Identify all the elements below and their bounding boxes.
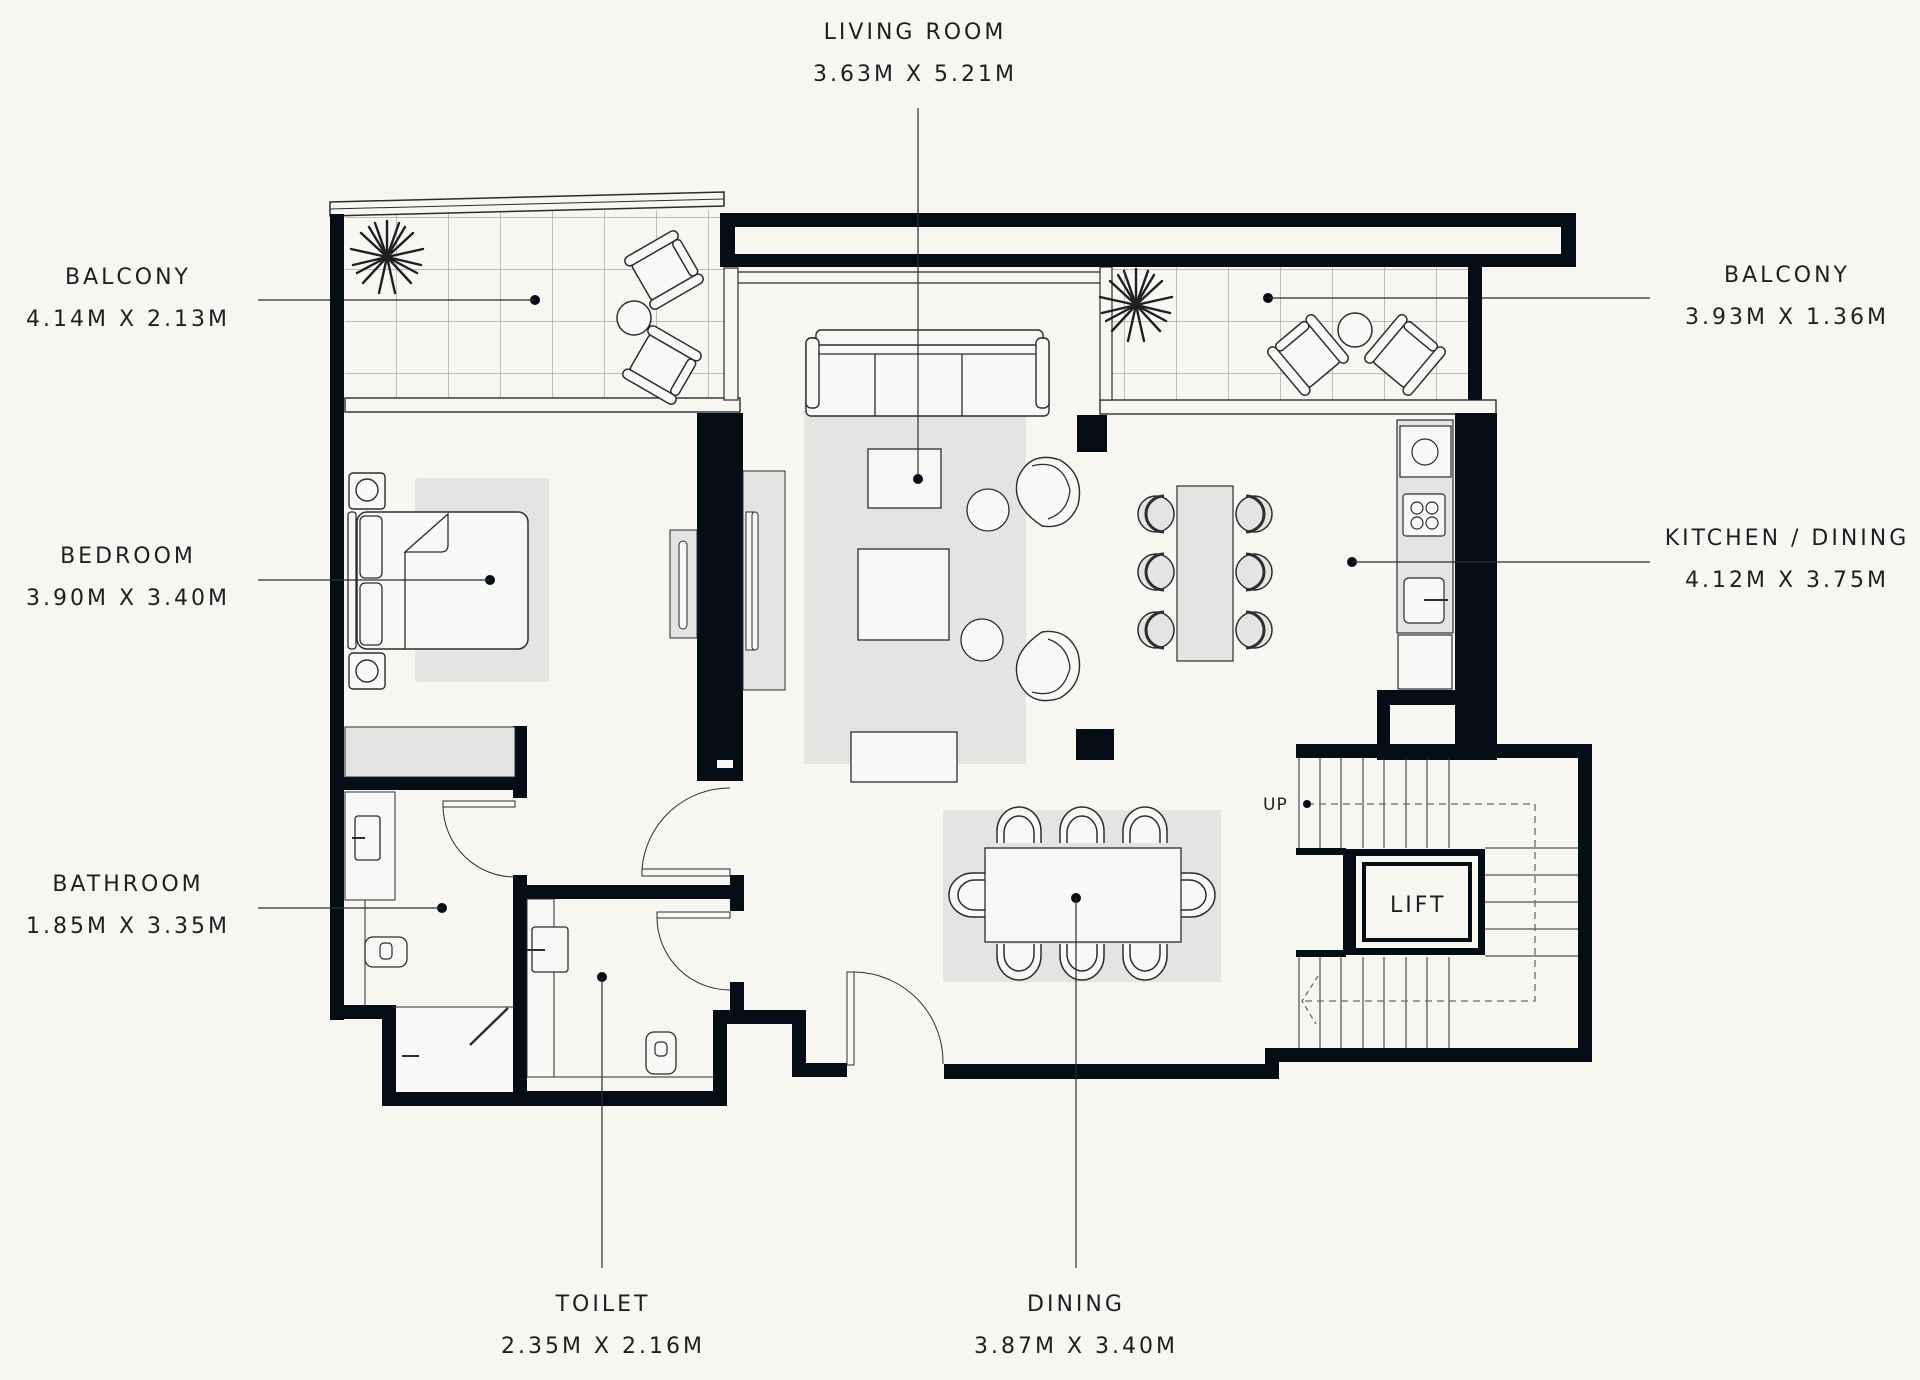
- room-dimensions: 1.85M X 3.35M: [26, 914, 230, 939]
- room-name: LIVING ROOM: [823, 20, 1007, 45]
- room-name: BALCONY: [65, 265, 191, 290]
- fridge-icon: [1397, 634, 1453, 690]
- lounge-chair-icon: [1015, 630, 1081, 702]
- bedroom: [258, 472, 733, 778]
- balcony-left: [258, 191, 741, 413]
- stool-icon: [1234, 610, 1274, 650]
- stair-treads-upper: [1298, 758, 1450, 848]
- label-bedroom: BEDROOM 3.90M X 3.40M: [26, 546, 230, 610]
- balcony-right: [1098, 266, 1650, 415]
- ottoman-icon: [867, 448, 942, 509]
- label-living-room: LIVING ROOM 3.63M X 5.21M: [813, 22, 1017, 86]
- label-balcony-right: BALCONY 3.93M X 1.36M: [1685, 265, 1889, 329]
- room-name: DINING: [1027, 1292, 1125, 1317]
- sofa-icon: [805, 329, 1050, 417]
- kitchen: [1136, 419, 1650, 690]
- dining-table-icon: [984, 847, 1182, 943]
- coffee-table-icon: [857, 548, 950, 641]
- kitchen-island-icon: [1176, 485, 1234, 662]
- stool-icon: [1234, 552, 1274, 592]
- stool-icon: [1234, 494, 1274, 534]
- room-dimensions: 3.87M X 3.40M: [974, 1334, 1178, 1359]
- stool-icon: [1136, 494, 1176, 534]
- staircase: [1298, 758, 1578, 1048]
- toilet-room: [526, 898, 731, 1268]
- side-table-icon: [1337, 312, 1373, 348]
- entrance-door-icon[interactable]: [846, 971, 944, 1066]
- bench-icon: [850, 731, 958, 783]
- stair-treads-landing: [1485, 847, 1578, 957]
- lift-label: LIFT: [1390, 893, 1447, 918]
- door-swing-icon: [656, 911, 731, 991]
- toilet-icon: [364, 936, 408, 968]
- room-name: KITCHEN / DINING: [1664, 526, 1910, 551]
- stool-icon: [1136, 552, 1176, 592]
- sink-icon: [352, 815, 381, 861]
- sink-icon: [1403, 577, 1448, 624]
- label-kitchen-dining: KITCHEN / DINING 4.12M X 3.75M: [1665, 528, 1910, 592]
- room-name: TOILET: [555, 1292, 651, 1317]
- stair-treads-lower: [1298, 957, 1450, 1048]
- door-swing-icon: [641, 787, 731, 877]
- room-dimensions: 4.14M X 2.13M: [26, 307, 230, 332]
- label-balcony-left: BALCONY 4.14M X 2.13M: [26, 267, 230, 331]
- room-name: BALCONY: [1724, 263, 1850, 288]
- shower-icon: [396, 1007, 513, 1092]
- room-dimensions: 3.90M X 3.40M: [26, 586, 230, 611]
- side-table-icon: [966, 488, 1010, 532]
- stool-icon: [1136, 610, 1176, 650]
- room-dimensions: 3.93M X 1.36M: [1685, 305, 1889, 330]
- walls: [330, 214, 1592, 1106]
- room-dimensions: 4.12M X 3.75M: [1684, 568, 1889, 593]
- room-name: BEDROOM: [60, 544, 196, 569]
- label-dining: DINING 3.87M X 3.40M: [974, 1294, 1178, 1358]
- room-dimensions: 2.35M X 2.16M: [501, 1334, 705, 1359]
- stairs-up-label: UP: [1263, 795, 1288, 815]
- lounge-chair-icon: [1015, 456, 1081, 528]
- wall-top: [720, 213, 1576, 267]
- toilet-icon: [645, 1031, 677, 1075]
- stove-icon: [1402, 493, 1446, 537]
- nightstand-icon: [348, 472, 386, 510]
- dining: [943, 806, 1221, 1268]
- label-toilet: TOILET 2.35M X 2.16M: [501, 1294, 705, 1358]
- label-bathroom: BATHROOM 1.85M X 3.35M: [26, 874, 230, 938]
- side-table-icon: [960, 618, 1004, 662]
- nightstand-icon: [348, 652, 386, 690]
- door-swing-icon: [442, 800, 516, 878]
- side-table-icon: [616, 300, 652, 336]
- sink-icon: [527, 926, 569, 973]
- room-dimensions: 3.63M X 5.21M: [813, 62, 1017, 87]
- room-name: BATHROOM: [52, 872, 204, 897]
- bathroom: [258, 791, 516, 1092]
- living-room: [742, 108, 1081, 783]
